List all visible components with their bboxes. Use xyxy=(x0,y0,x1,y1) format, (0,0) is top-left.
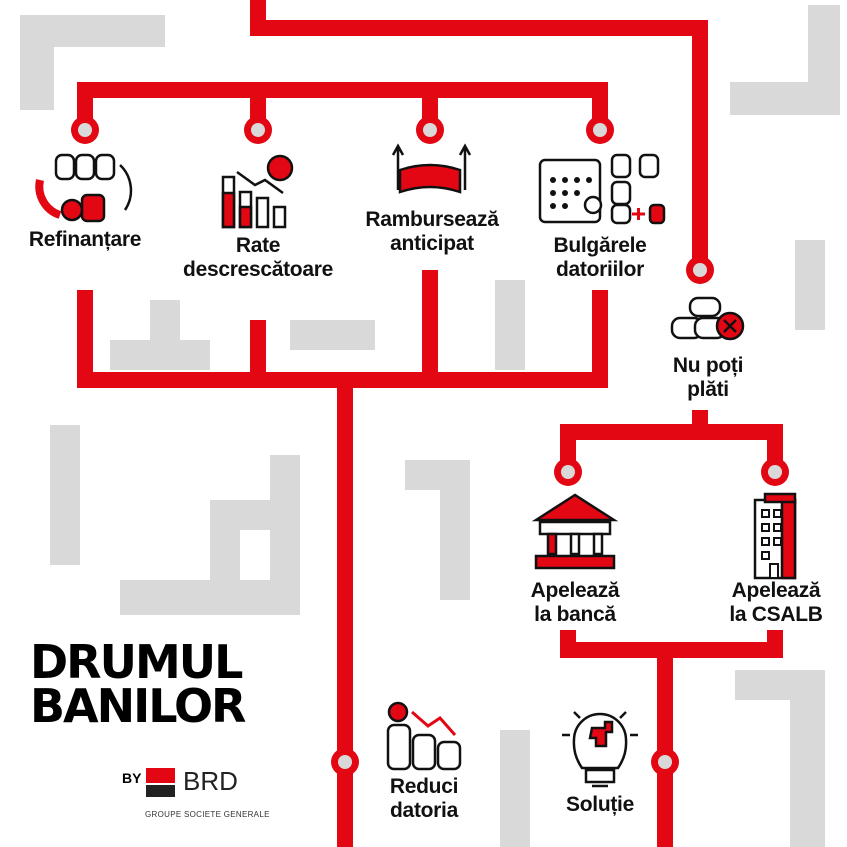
debt-snowball-icon xyxy=(538,153,666,225)
label-nu-line1: Nu poți xyxy=(672,354,744,377)
label-nu-line2: plăti xyxy=(687,378,729,401)
decreasing-rates-icon xyxy=(221,154,294,229)
nodes xyxy=(71,116,789,776)
logo-line1: DRUMUL xyxy=(30,635,243,689)
label-reduci-line2: datoria xyxy=(390,799,458,822)
label-ramb-line2: anticipat xyxy=(390,232,474,255)
prepayment-icon xyxy=(391,143,472,194)
brd-group: GROUPE SOCIETE GENERALE xyxy=(145,810,270,819)
brd-brand: BRD xyxy=(183,766,238,796)
label-bulg-line2: datoriilor xyxy=(555,258,644,281)
bank-icon xyxy=(531,493,619,570)
label-bulg-line1: Bulgărele xyxy=(553,234,647,257)
label-csalb-line2: la CSALB xyxy=(729,603,823,626)
brd-logo-icon xyxy=(146,768,175,797)
label-rate-line1: Rate xyxy=(235,234,281,257)
drumul-banilor-logo: DRUMUL BANILOR xyxy=(30,635,246,733)
label-banca-line1: Apelează xyxy=(530,579,620,602)
label-refinantare: Refinanțare xyxy=(28,228,142,251)
reduce-debt-icon xyxy=(386,701,462,771)
cannot-pay-icon xyxy=(670,296,745,341)
logo-line2: BANILOR xyxy=(30,679,246,733)
label-rate-line2: descrescătoare xyxy=(183,258,333,281)
refinance-icon xyxy=(35,153,133,223)
label-banca-line2: la bancă xyxy=(534,603,616,626)
label-ramb-line1: Rambursează xyxy=(365,208,499,231)
label-reduci-line1: Reduci xyxy=(389,775,459,798)
label-solutie: Soluție xyxy=(566,793,634,816)
solution-bulb-icon xyxy=(562,711,638,788)
csalb-building-icon xyxy=(753,492,797,580)
logo-by: BY xyxy=(122,770,142,786)
label-csalb-line1: Apelează xyxy=(731,579,821,602)
background-blocks xyxy=(20,5,840,847)
